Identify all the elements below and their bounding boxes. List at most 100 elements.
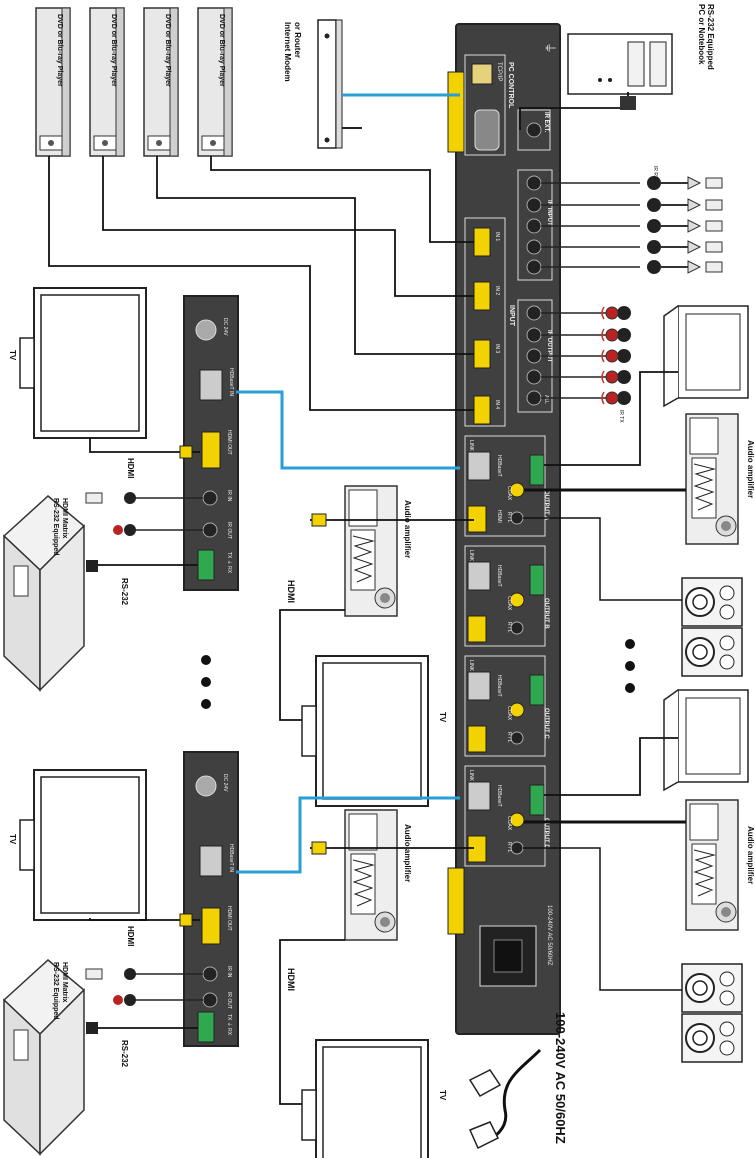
svg-text:IN 2: IN 2: [494, 286, 500, 295]
left-ir-1: [85, 492, 203, 536]
svg-text:TV: TV: [8, 350, 17, 361]
svg-text:DC 24V: DC 24V: [222, 774, 228, 792]
svg-text:TV: TV: [438, 1090, 447, 1101]
output-d-block: LINK OUTPUT D HDBaseT COAX R / L: [464, 765, 549, 867]
svg-text:IR OUT: IR OUT: [226, 992, 232, 1009]
audio-amplifier-mid-2: Audio amplifier: [344, 809, 412, 941]
pc-label-2: PC or Notebook: [697, 4, 706, 65]
speaker-3: [681, 963, 743, 1013]
svg-text:R / L: R / L: [506, 732, 512, 743]
hdbaset-cable-a: [236, 390, 460, 470]
svg-text:Audio amplifier: Audio amplifier: [746, 826, 755, 884]
rs232-label-1: RS-232: [120, 578, 129, 606]
dvd-label: DVD or Blu-ray Player: [218, 14, 225, 87]
svg-text:COAX: COAX: [506, 706, 512, 721]
audio-amplifier-right-2: Audio amplifier: [685, 799, 755, 931]
hdbaset-cable-d: [236, 796, 460, 874]
hdmi-label-mid-1: HDMI: [286, 580, 296, 603]
hdmi-label-left-2: HDMI: [126, 926, 135, 946]
svg-text:LINK: LINK: [468, 660, 474, 672]
laptop-1: [663, 305, 749, 407]
rs232-cable-d: [544, 737, 678, 796]
svg-text:DC 24V: DC 24V: [222, 318, 228, 336]
tcpip-label: TCP/IP: [496, 62, 502, 81]
all-label: ALL: [543, 395, 549, 404]
svg-text:LINK: LINK: [468, 550, 474, 562]
internet-modem: Internet Modem or Router: [283, 19, 362, 149]
dvd-player-4: DVD or Blu-ray Player: [197, 7, 233, 157]
svg-text:HDBaseT IN: HDBaseT IN: [228, 844, 234, 872]
power-cord: 100-240V AC 50/60HZ: [468, 1012, 568, 1150]
modem-label-2: or Router: [293, 22, 302, 58]
left-ir-2: [85, 968, 203, 1006]
svg-text:⏚: ⏚: [543, 42, 557, 54]
pc-tower: RS-232 Equipped PC or Notebook: [567, 4, 715, 95]
svg-text:RS-232 Equipped: RS-232 Equipped: [52, 962, 59, 1020]
svg-text:COAX: COAX: [506, 486, 512, 501]
speaker-4: [681, 1013, 743, 1063]
svg-text:LINK: LINK: [468, 770, 474, 782]
analog-cable-a: [523, 517, 682, 601]
pc-label-1: RS-232 Equipped: [706, 4, 715, 70]
dvd-player-2: DVD or Blu-ray Player: [89, 7, 125, 157]
svg-text:HDMI: HDMI: [496, 510, 502, 523]
hdmi-cable-tv-left-1: [89, 438, 200, 453]
audio-amplifier-right-1: Audio amplifier: [685, 413, 755, 545]
rs232-matrix-1: RS-232 Equipped HDMI Matrix: [3, 495, 85, 691]
dvd-label: DVD or Blu-ray Player: [110, 14, 117, 87]
svg-text:IR IN: IR IN: [226, 966, 232, 978]
svg-text:IR IN: IR IN: [226, 490, 232, 502]
hdmi-input-1[interactable]: IN 1: [473, 227, 500, 257]
tv-left-1: TV: [8, 287, 147, 439]
rs232-matrix-2: RS-232 Equipped HDMI Matrix: [3, 959, 85, 1155]
output-d-label: OUTPUT D: [543, 818, 549, 849]
svg-text:IR OUT: IR OUT: [226, 522, 232, 539]
dvd-label: DVD or Blu-ray Player: [164, 14, 171, 87]
tv-mid-2: TV: [301, 1039, 447, 1158]
svg-text:Audio amplifier: Audio amplifier: [403, 500, 412, 558]
svg-text:IN 4: IN 4: [494, 400, 500, 409]
output-a-label: OUTPUT A: [543, 490, 549, 521]
ir-tx-label: IR TX: [618, 410, 624, 423]
svg-text:LINK: LINK: [468, 440, 474, 452]
svg-text:R / L: R / L: [506, 622, 512, 633]
output-b-label: OUTPUT B: [543, 598, 549, 629]
pc-control-label: PC CONTROL: [507, 62, 514, 109]
input-label: INPUT: [508, 305, 515, 327]
svg-text:TX ⏚ RX: TX ⏚ RX: [226, 552, 233, 574]
hdmi-label-mid-2: HDMI: [286, 968, 296, 991]
svg-text:COAX: COAX: [506, 816, 512, 831]
svg-text:TX ⏚ RX: TX ⏚ RX: [226, 1014, 233, 1036]
svg-text:HDMI OUT: HDMI OUT: [226, 906, 232, 931]
rs232-cable-a: [544, 371, 678, 466]
dvd-player-1: DVD or Blu-ray Player: [35, 7, 71, 157]
svg-text:Audio amplifier: Audio amplifier: [403, 824, 412, 882]
ac-label: 100-240V AC 50/60HZ: [546, 905, 552, 966]
svg-text:Audio amplifier: Audio amplifier: [746, 440, 755, 498]
svg-text:TV: TV: [8, 834, 17, 845]
ac-power-inlet[interactable]: 100-240V AC 50/60HZ: [479, 905, 552, 987]
output-c-block: LINK OUTPUT C HDBaseT COAX R / L: [464, 655, 549, 757]
svg-text:HDBaseT: HDBaseT: [496, 675, 502, 697]
hdmi-input-3[interactable]: IN 3: [473, 339, 500, 369]
svg-text:TV: TV: [438, 712, 447, 723]
rs232-label-2: RS-232: [120, 1040, 129, 1068]
hdmi-label-left-1: HDMI: [126, 458, 135, 478]
svg-text:R / L: R / L: [506, 512, 512, 523]
svg-text:RS-232 Equipped: RS-232 Equipped: [52, 498, 59, 556]
hdbaset-receiver-2: DC 24V HDBaseT IN HDMI OUT IR IN IR OUT …: [183, 751, 239, 1047]
modem-label-1: Internet Modem: [283, 22, 292, 82]
svg-text:IN 3: IN 3: [494, 344, 500, 353]
speaker-1: [681, 577, 743, 627]
hdmi-cable-tv-left-2: [89, 918, 200, 921]
matrix-main-unit: ⏚ TCP/IP PC CONTROL IR EXT. IR INPUT IR …: [447, 23, 561, 1035]
svg-text:HDMI Matrix: HDMI Matrix: [61, 962, 68, 1003]
svg-text:HDMI OUT: HDMI OUT: [226, 430, 232, 455]
output-c-label: OUTPUT C: [543, 708, 549, 739]
svg-text:HDBaseT: HDBaseT: [496, 785, 502, 807]
power-label: 100-240V AC 50/60HZ: [553, 1012, 568, 1144]
svg-text:IN 1: IN 1: [494, 232, 500, 241]
tv-left-2: TV: [8, 769, 147, 921]
hdmi-input-cables: [48, 156, 474, 411]
